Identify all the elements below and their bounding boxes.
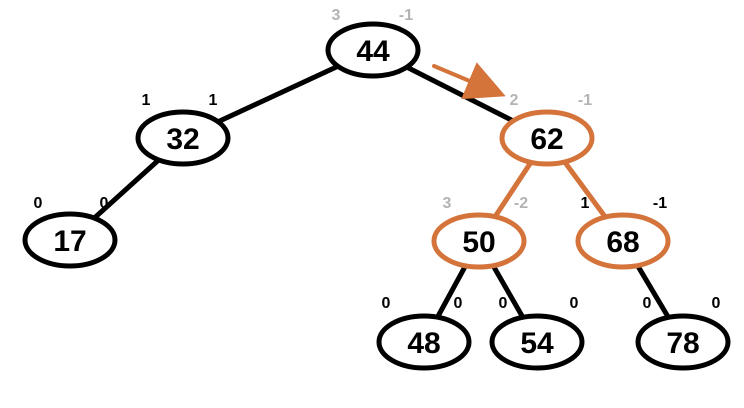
tree-node-78: 78 0 0 bbox=[635, 295, 731, 371]
node-left-label: 3 bbox=[332, 7, 341, 24]
node-right-label: 0 bbox=[100, 195, 109, 212]
node-ellipse bbox=[635, 313, 731, 371]
node-value: 32 bbox=[166, 123, 199, 156]
node-right-label: -1 bbox=[578, 92, 592, 109]
node-left-label: 0 bbox=[499, 295, 508, 312]
tree-node-68: 68 1 -1 bbox=[575, 195, 671, 270]
node-left-label: 0 bbox=[382, 295, 391, 312]
node-left-label: 1 bbox=[581, 195, 590, 212]
tree-node-54: 54 0 0 bbox=[489, 295, 585, 371]
tree-node-32: 32 1 1 bbox=[135, 92, 231, 167]
node-right-label: -2 bbox=[514, 195, 528, 212]
node-ellipse bbox=[575, 212, 671, 270]
node-value: 68 bbox=[606, 226, 639, 259]
node-left-label: 1 bbox=[142, 92, 151, 109]
node-right-label: 0 bbox=[712, 295, 721, 312]
node-value: 54 bbox=[520, 327, 554, 360]
node-right-label: -1 bbox=[399, 7, 413, 24]
node-right-label: -1 bbox=[653, 195, 667, 212]
rotation-arrow bbox=[432, 62, 506, 100]
node-ellipse bbox=[489, 313, 585, 371]
node-value: 78 bbox=[666, 327, 699, 360]
node-right-label: 1 bbox=[209, 92, 218, 109]
tree-node-62: 62 2 -1 bbox=[499, 92, 595, 167]
node-value: 48 bbox=[407, 327, 440, 360]
node-left-label: 0 bbox=[34, 195, 43, 212]
node-right-label: 0 bbox=[570, 295, 579, 312]
node-ellipse bbox=[499, 109, 595, 167]
tree-node-48: 48 0 0 bbox=[376, 295, 472, 371]
node-right-label: 0 bbox=[454, 295, 463, 312]
node-ellipse bbox=[22, 211, 118, 269]
right-down-arrow-icon bbox=[432, 62, 506, 100]
node-value: 62 bbox=[530, 123, 563, 156]
node-ellipse bbox=[325, 21, 421, 79]
node-left-label: 0 bbox=[643, 295, 652, 312]
node-ellipse bbox=[135, 109, 231, 167]
node-ellipse bbox=[431, 212, 527, 270]
node-value: 50 bbox=[462, 226, 495, 259]
node-ellipse bbox=[376, 313, 472, 371]
tree-node-50: 50 3 -2 bbox=[431, 195, 528, 270]
node-value: 17 bbox=[53, 225, 86, 258]
node-value: 44 bbox=[356, 35, 390, 68]
node-left-label: 2 bbox=[510, 92, 519, 109]
node-left-label: 3 bbox=[443, 195, 452, 212]
tree-node-44: 44 3 -1 bbox=[325, 7, 421, 79]
